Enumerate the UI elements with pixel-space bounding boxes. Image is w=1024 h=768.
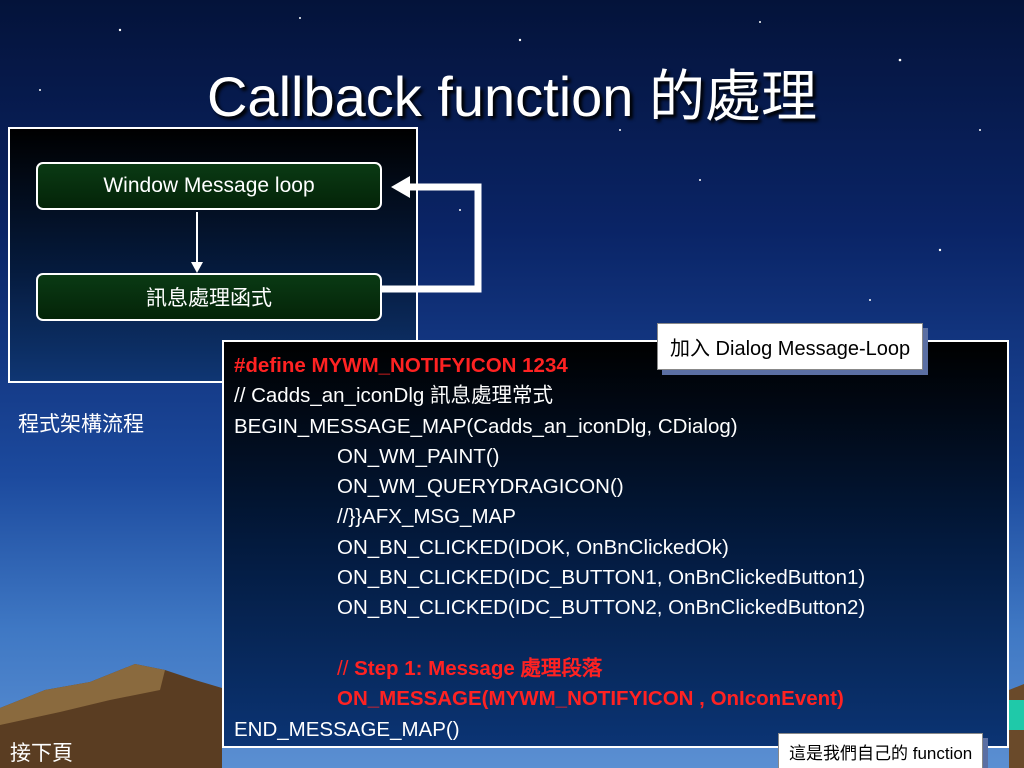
code-line-wm-paint: ON_WM_PAINT() <box>337 444 500 468</box>
node-window-message-loop-label: Window Message loop <box>103 174 315 197</box>
teal-accent <box>1009 700 1024 730</box>
code-panel: #define MYWM_NOTIFYICON 1234 // Cadds_an… <box>222 340 1009 748</box>
code-line-bn-button1: ON_BN_CLICKED(IDC_BUTTON1, OnBnClickedBu… <box>337 566 866 590</box>
mountain-highlight <box>0 664 165 725</box>
code-line-step-comment: // Step 1: Message 處理段落 <box>234 654 1007 684</box>
code-line-blank <box>234 624 1007 654</box>
code-line-bn-button2: ON_BN_CLICKED(IDC_BUTTON2, OnBnClickedBu… <box>337 596 866 620</box>
code-line-begin-map: BEGIN_MESSAGE_MAP(Cadds_an_iconDlg, CDia… <box>234 414 738 438</box>
code-line-comment: // Cadds_an_iconDlg 訊息處理常式 <box>234 384 554 408</box>
node-window-message-loop: Window Message loop <box>36 162 382 210</box>
node-message-handler-label: 訊息處理函式 <box>146 287 272 310</box>
callout-own-function: 這是我們自己的 function <box>778 733 984 768</box>
code-line-define: #define MYWM_NOTIFYICON 1234 <box>234 354 568 377</box>
flow-caption: 程式架構流程 <box>18 413 144 436</box>
code-line-wm-querydragicon: ON_WM_QUERYDRAGICON() <box>337 475 624 499</box>
code-step-text: Step 1: Message 處理段落 <box>354 656 603 680</box>
node-message-handler: 訊息處理函式 <box>36 273 382 321</box>
callout-dialog-message-loop: 加入 Dialog Message-Loop <box>657 323 924 370</box>
code-line-on-message: ON_MESSAGE(MYWM_NOTIFYICON , OnIconEvent… <box>337 687 844 711</box>
next-page-link[interactable]: 接下頁 <box>10 742 73 765</box>
code-line-end-map: END_MESSAGE_MAP() <box>234 717 460 741</box>
slide-title: Callback function 的處理 <box>206 65 817 128</box>
code-step-prefix: // <box>337 656 355 680</box>
code-line-bn-idok: ON_BN_CLICKED(IDOK, OnBnClickedOk) <box>337 535 729 559</box>
code-line-afx-msg-map: //}}AFX_MSG_MAP <box>337 505 516 529</box>
